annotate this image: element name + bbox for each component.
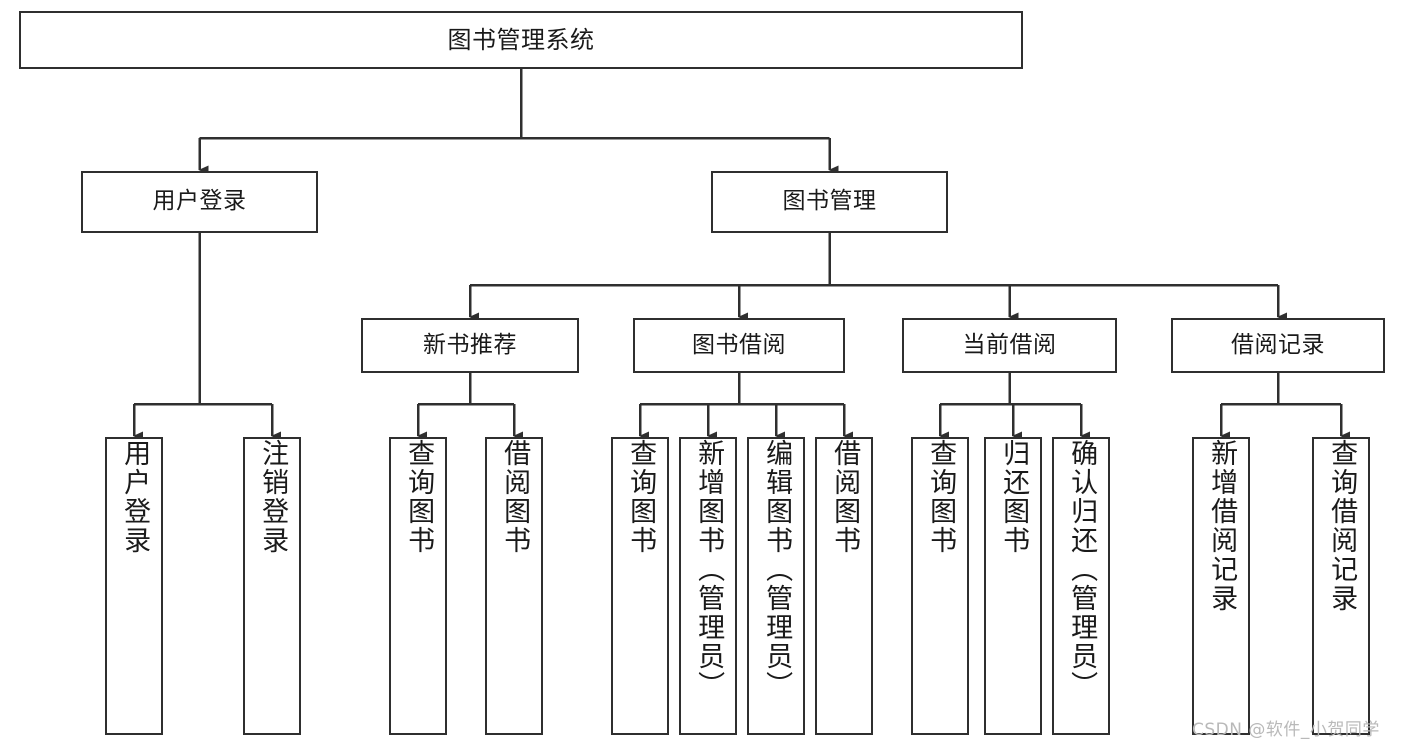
- node-leaf-query-borrow-record[interactable]: 查询借阅记录: [1312, 437, 1370, 735]
- node-label: 用户登录: [152, 188, 247, 215]
- node-leaf-user-logout[interactable]: 注销登录: [243, 437, 301, 735]
- node-leaf-borrow-book-2[interactable]: 借阅图书: [815, 437, 873, 735]
- node-label: 查询图书: [925, 439, 957, 555]
- node-label: 借阅图书: [829, 439, 861, 555]
- node-book-manage[interactable]: 图书管理: [711, 171, 948, 233]
- node-label: 编辑图书（管理员）: [761, 439, 793, 700]
- node-label: 注销登录: [257, 439, 289, 555]
- node-label: 查询图书: [625, 439, 657, 555]
- node-leaf-query-book-1[interactable]: 查询图书: [389, 437, 447, 735]
- node-borrow-record[interactable]: 借阅记录: [1171, 318, 1385, 373]
- node-label: 查询图书: [403, 439, 435, 555]
- node-label: 图书借阅: [692, 331, 786, 358]
- node-label: 新增图书（管理员）: [693, 439, 725, 700]
- node-book-borrow[interactable]: 图书借阅: [633, 318, 845, 373]
- node-leaf-return-book[interactable]: 归还图书: [984, 437, 1042, 735]
- node-label: 确认归还（管理员）: [1066, 439, 1098, 700]
- edge-group: [132, 69, 1350, 441]
- node-label: 图书管理: [782, 188, 877, 215]
- node-new-book-recommend[interactable]: 新书推荐: [361, 318, 579, 373]
- node-leaf-user-login[interactable]: 用户登录: [105, 437, 163, 735]
- node-current-borrow[interactable]: 当前借阅: [902, 318, 1117, 373]
- node-leaf-edit-book-admin[interactable]: 编辑图书（管理员）: [747, 437, 805, 735]
- node-label: 当前借阅: [962, 331, 1057, 358]
- node-label: 新书推荐: [423, 331, 517, 358]
- node-label: 归还图书: [998, 439, 1030, 555]
- node-label: 查询借阅记录: [1326, 439, 1358, 613]
- node-label: 图书管理系统: [447, 25, 595, 54]
- node-label: 借阅记录: [1231, 331, 1325, 358]
- node-leaf-add-borrow-record[interactable]: 新增借阅记录: [1192, 437, 1250, 735]
- node-leaf-query-book-3[interactable]: 查询图书: [911, 437, 969, 735]
- node-label: 新增借阅记录: [1206, 439, 1238, 613]
- node-leaf-confirm-return-admin[interactable]: 确认归还（管理员）: [1052, 437, 1110, 735]
- node-leaf-borrow-book-1[interactable]: 借阅图书: [485, 437, 543, 735]
- node-leaf-add-book-admin[interactable]: 新增图书（管理员）: [679, 437, 737, 735]
- node-label: 用户登录: [119, 439, 151, 555]
- node-leaf-query-book-2[interactable]: 查询图书: [611, 437, 669, 735]
- node-user-login[interactable]: 用户登录: [81, 171, 318, 233]
- node-root[interactable]: 图书管理系统: [19, 11, 1023, 69]
- node-label: 借阅图书: [499, 439, 531, 555]
